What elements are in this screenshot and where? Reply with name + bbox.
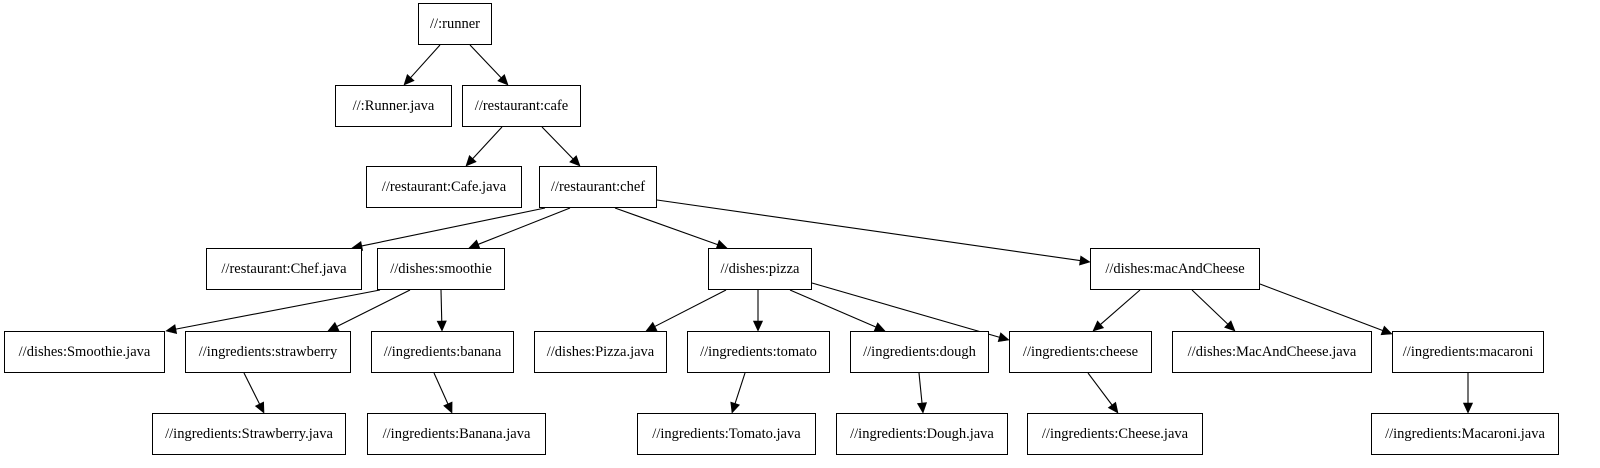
graph-edge-dishes_macandchz-to-ing_cheese (1100, 289, 1141, 325)
graph-arrowhead-dishes_smoothie-to-smoothie_java (165, 324, 178, 335)
graph-edge-restaurant_cafe-to-cafe_java (472, 126, 503, 160)
graph-node-dishes_macandchz[interactable]: //dishes:macAndCheese (1090, 248, 1260, 290)
graph-node-label: //restaurant:Chef.java (221, 260, 347, 277)
graph-node-banana_java[interactable]: //ingredients:Banana.java (367, 413, 546, 455)
graph-edge-runner-to-runner_java (410, 44, 441, 78)
graph-arrowhead-ing_cheese-to-cheese_java (1107, 401, 1119, 414)
graph-node-label: //dishes:smoothie (390, 260, 492, 277)
graph-edge-dishes_pizza-to-ing_dough (789, 289, 877, 328)
graph-node-dishes_pizza[interactable]: //dishes:pizza (708, 248, 812, 290)
graph-node-strawberry_java[interactable]: //ingredients:Strawberry.java (152, 413, 346, 455)
graph-node-runner_java[interactable]: //:Runner.java (335, 85, 452, 127)
graph-edge-ing_cheese-to-cheese_java (1087, 372, 1113, 406)
graph-node-chef_java[interactable]: //restaurant:Chef.java (206, 248, 362, 290)
graph-edge-ing_dough-to-dough_java (918, 372, 923, 404)
graph-node-ing_cheese[interactable]: //ingredients:cheese (1009, 331, 1152, 373)
graph-edge-dishes_macandchz-to-ing_macaroni (1259, 283, 1383, 331)
graph-node-dishes_smoothie[interactable]: //dishes:smoothie (377, 248, 505, 290)
graph-edge-restaurant_chef-to-dishes_smoothie (478, 207, 571, 245)
graph-node-label: //restaurant:chef (550, 178, 646, 195)
graph-arrowhead-ing_dough-to-dough_java (916, 402, 928, 414)
graph-arrowhead-runner-to-restaurant_cafe (497, 74, 509, 86)
graph-edge-restaurant_chef-to-chef_java (361, 207, 546, 247)
graph-arrowhead-ing_tomato-to-tomato_java (730, 401, 741, 414)
graph-arrowhead-dishes_smoothie-to-ing_banana (436, 320, 447, 332)
graph-node-runner[interactable]: //:runner (418, 3, 492, 45)
graph-node-label: //dishes:macAndCheese (1105, 260, 1245, 277)
graph-node-ing_macaroni[interactable]: //ingredients:macaroni (1392, 331, 1544, 373)
graph-node-label: //ingredients:strawberry (198, 343, 338, 360)
graph-node-label: //ingredients:Strawberry.java (165, 425, 333, 442)
graph-node-macaroni_java[interactable]: //ingredients:Macaroni.java (1371, 413, 1559, 455)
graph-arrowhead-dishes_macandchz-to-macandchz_java (1224, 320, 1236, 332)
graph-edge-ing_strawberry-to-strawberry_java (243, 372, 261, 405)
graph-node-label: //ingredients:Dough.java (850, 425, 994, 442)
graph-node-cheese_java[interactable]: //ingredients:Cheese.java (1027, 413, 1203, 455)
graph-node-smoothie_java[interactable]: //dishes:Smoothie.java (4, 331, 165, 373)
graph-node-dough_java[interactable]: //ingredients:Dough.java (836, 413, 1008, 455)
graph-arrowhead-runner-to-runner_java (403, 73, 415, 86)
graph-arrowhead-dishes_pizza-to-ing_cheese (997, 332, 1010, 343)
graph-node-label: //ingredients:banana (383, 343, 502, 360)
graph-arrowhead-ing_macaroni-to-macaroni_java (1462, 402, 1474, 414)
graph-arrowhead-dishes_pizza-to-pizza_java (645, 321, 658, 332)
graph-node-label: //ingredients:Banana.java (382, 425, 531, 442)
graph-node-label: //restaurant:cafe (474, 97, 569, 114)
graph-arrowhead-ing_banana-to-banana_java (443, 401, 453, 414)
graph-edge-dishes_smoothie-to-smoothie_java (175, 289, 381, 330)
graph-node-label: //:Runner.java (352, 97, 435, 114)
graph-edge-dishes_pizza-to-ing_cheese (811, 282, 1000, 338)
graph-node-ing_strawberry[interactable]: //ingredients:strawberry (185, 331, 351, 373)
graph-arrowhead-restaurant_chef-to-dishes_macandchz (1079, 255, 1091, 266)
graph-edge-restaurant_cafe-to-restaurant_chef (541, 126, 574, 160)
graph-node-label: //ingredients:dough (863, 343, 976, 360)
graph-arrowhead-restaurant_cafe-to-restaurant_chef (569, 155, 581, 167)
graph-edge-dishes_smoothie-to-ing_strawberry (336, 289, 411, 328)
graph-node-label: //dishes:MacAndCheese.java (1187, 343, 1357, 360)
graph-arrowhead-restaurant_cafe-to-cafe_java (465, 154, 477, 167)
graph-arrowhead-dishes_smoothie-to-ing_strawberry (327, 321, 340, 332)
graph-node-label: //ingredients:Macaroni.java (1385, 425, 1545, 442)
graph-edge-dishes_macandchz-to-macandchz_java (1191, 289, 1229, 325)
graph-edge-ing_tomato-to-tomato_java (734, 372, 746, 404)
graph-node-ing_banana[interactable]: //ingredients:banana (371, 331, 514, 373)
graph-node-ing_dough[interactable]: //ingredients:dough (850, 331, 989, 373)
graph-node-label: //ingredients:cheese (1022, 343, 1139, 360)
graph-node-restaurant_chef[interactable]: //restaurant:chef (539, 166, 657, 208)
graph-arrowhead-ing_strawberry-to-strawberry_java (254, 401, 265, 414)
graph-node-ing_tomato[interactable]: //ingredients:tomato (687, 331, 830, 373)
graph-node-restaurant_cafe[interactable]: //restaurant:cafe (462, 85, 581, 127)
graph-node-label: //restaurant:Cafe.java (381, 178, 507, 195)
graph-node-pizza_java[interactable]: //dishes:Pizza.java (534, 331, 667, 373)
graph-arrowhead-dishes_macandchz-to-ing_macaroni (1380, 325, 1393, 336)
graph-edge-dishes_pizza-to-pizza_java (654, 289, 727, 327)
graph-node-cafe_java[interactable]: //restaurant:Cafe.java (366, 166, 522, 208)
graph-edge-dishes_smoothie-to-ing_banana (440, 289, 443, 322)
graph-node-tomato_java[interactable]: //ingredients:Tomato.java (637, 413, 816, 455)
graph-node-label: //ingredients:tomato (700, 343, 817, 360)
graph-edge-restaurant_chef-to-dishes_pizza (614, 207, 718, 246)
graph-edge-runner-to-restaurant_cafe (469, 44, 502, 79)
graph-edge-ing_banana-to-banana_java (433, 372, 449, 405)
graph-arrowhead-dishes_macandchz-to-ing_cheese (1092, 320, 1105, 332)
graph-node-label: //dishes:Smoothie.java (18, 343, 151, 360)
graph-node-label: //ingredients:Cheese.java (1041, 425, 1189, 442)
graph-node-label: //:runner (430, 15, 480, 32)
graph-node-label: //dishes:pizza (720, 260, 800, 277)
graph-node-macandchz_java[interactable]: //dishes:MacAndCheese.java (1172, 331, 1372, 373)
graph-arrowhead-dishes_pizza-to-ing_tomato (752, 320, 764, 332)
graph-arrowhead-dishes_pizza-to-ing_dough (873, 322, 886, 332)
graph-node-label: //ingredients:macaroni (1402, 343, 1534, 360)
graph-node-label: //dishes:Pizza.java (546, 343, 655, 360)
graph-node-label: //ingredients:Tomato.java (652, 425, 801, 442)
graph-edge-restaurant_chef-to-dishes_macandchz (656, 199, 1081, 262)
